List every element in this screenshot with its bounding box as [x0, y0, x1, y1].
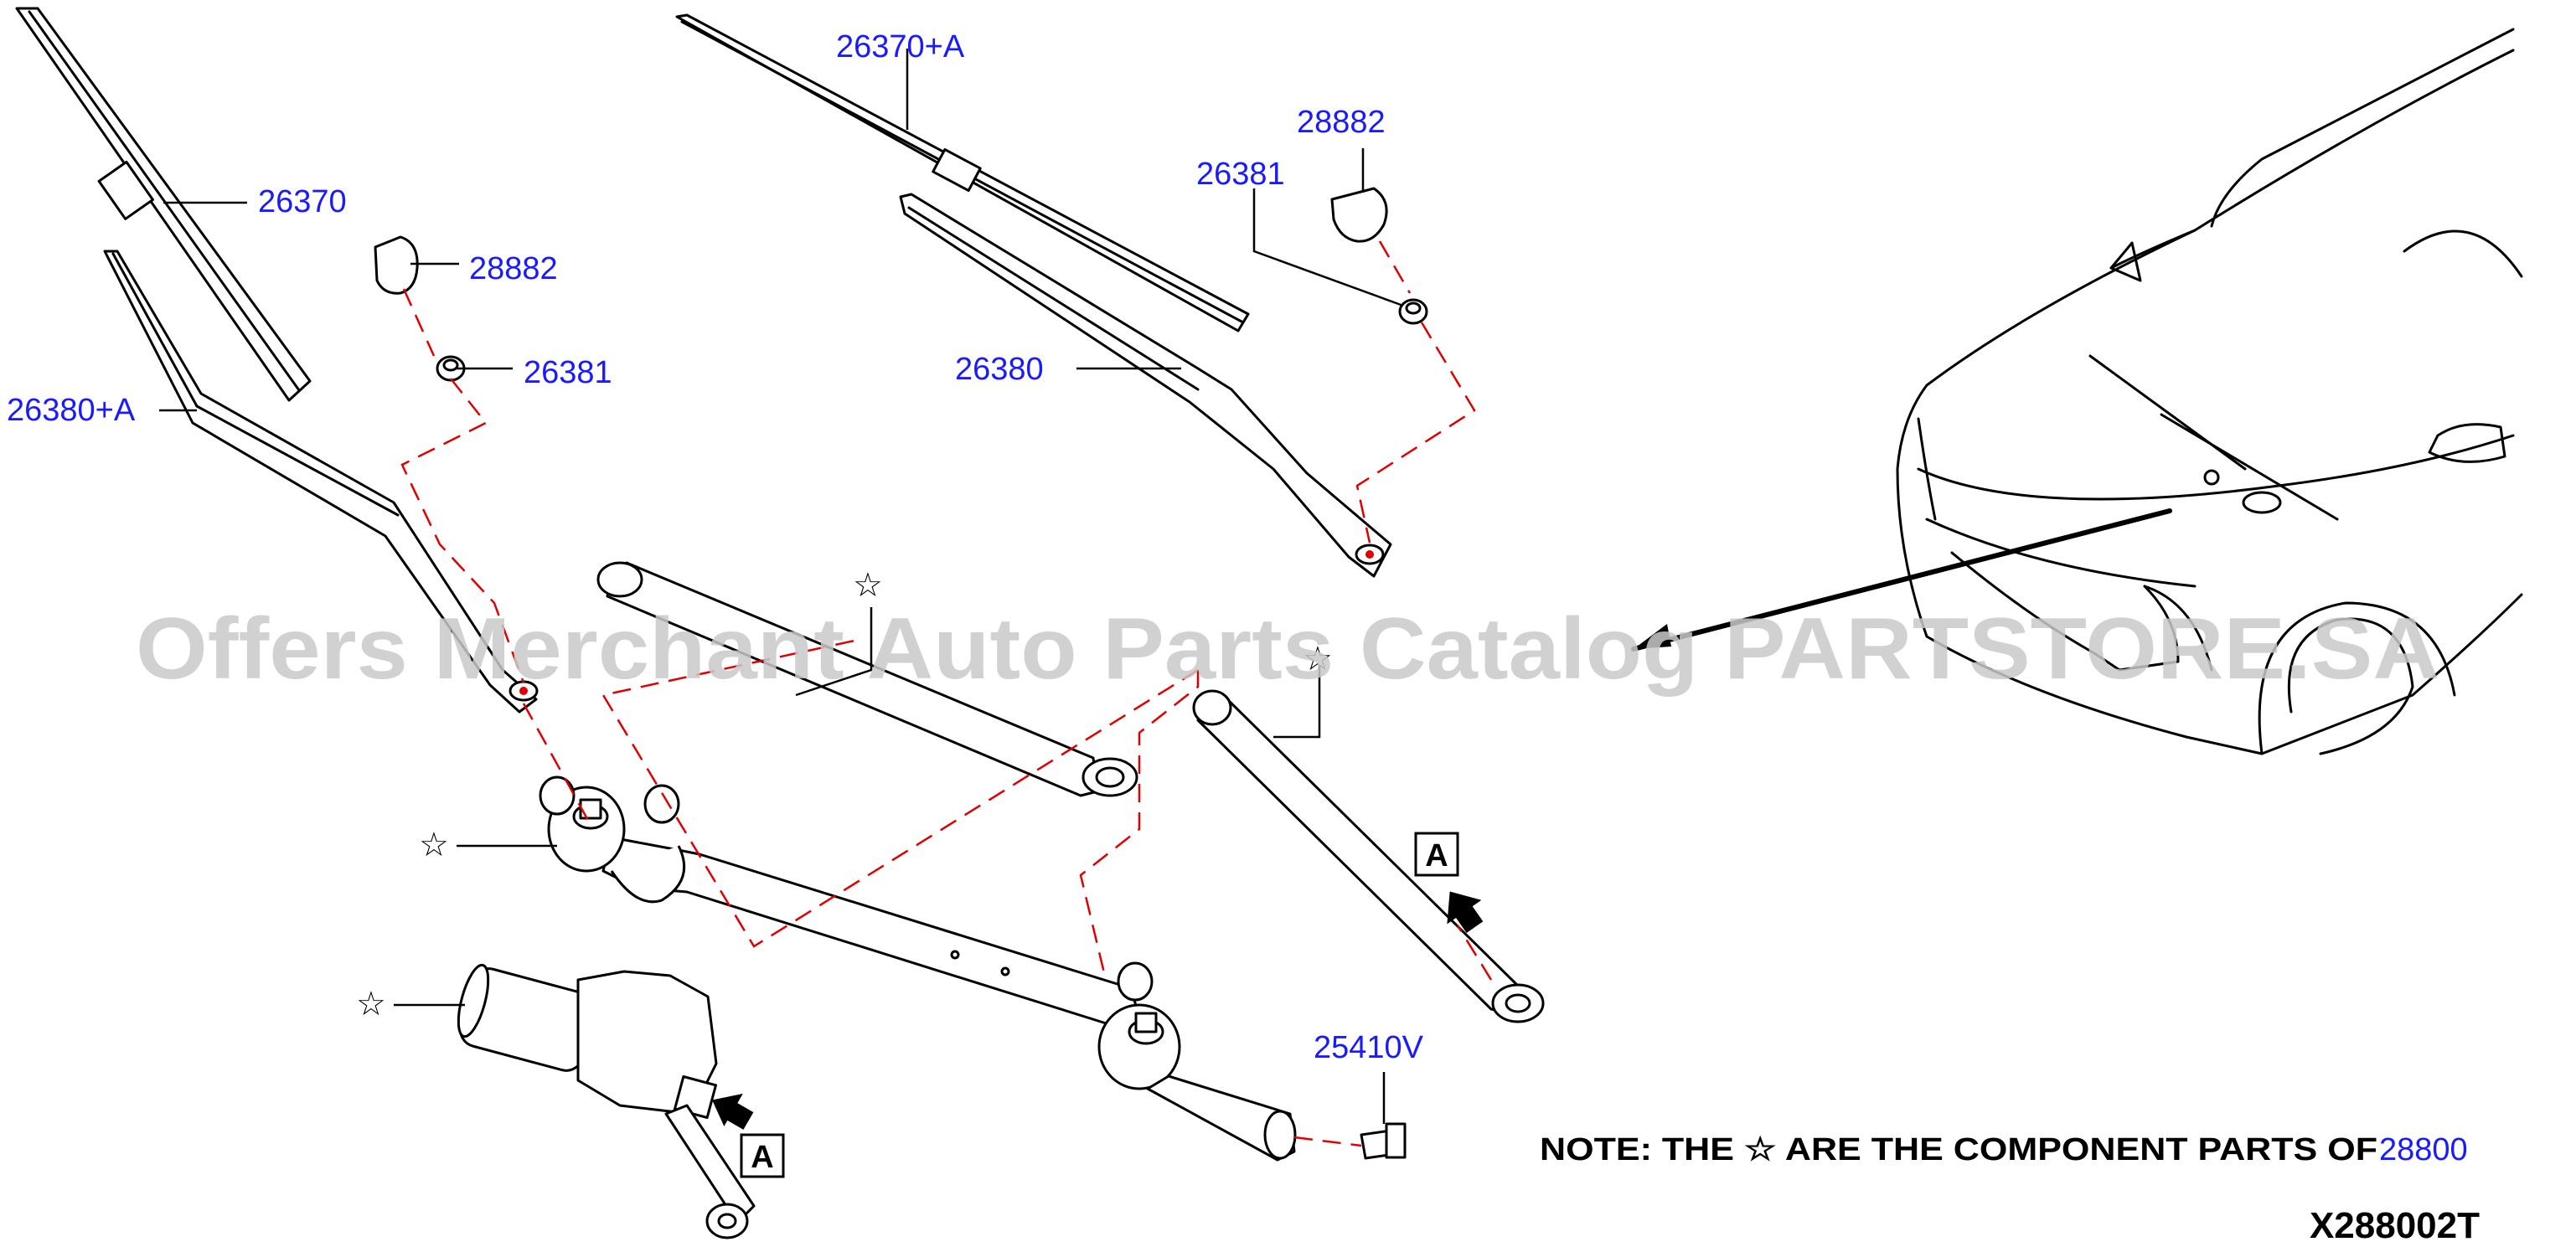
- linkage-rod-upper[interactable]: [596, 561, 1138, 797]
- diagram-code: X288002T: [2310, 1205, 2480, 1243]
- watermark: Offers Merchant Auto Parts Catalog PARTS…: [136, 600, 2439, 698]
- wiper-link-frame[interactable]: [539, 776, 1297, 1162]
- wiper-motor[interactable]: [452, 962, 756, 1239]
- vehicle-locator-illustration: [1631, 28, 2523, 755]
- svg-text:A: A: [1425, 838, 1448, 873]
- label-28882-left[interactable]: 28882: [469, 251, 558, 286]
- wiper-blade-right[interactable]: [675, 13, 1250, 332]
- label-26370[interactable]: 26370: [258, 184, 347, 219]
- cap-right[interactable]: [1330, 187, 1388, 243]
- nut-right[interactable]: [1398, 298, 1428, 325]
- star-symbol: ☆: [853, 567, 883, 604]
- note-part-link[interactable]: 28800: [2379, 1132, 2468, 1167]
- assembly-guide-lines: [400, 240, 1493, 1147]
- label-26370-a[interactable]: 26370+A: [836, 29, 965, 64]
- bolt[interactable]: [1360, 1072, 1407, 1160]
- view-a-marker-lower: A: [712, 1093, 785, 1178]
- linkage-rod-right[interactable]: [1192, 689, 1545, 1023]
- view-a-marker-upper: A: [1414, 832, 1484, 934]
- wiper-blade-left[interactable]: [15, 7, 312, 402]
- wiper-arm-right[interactable]: [899, 193, 1392, 578]
- label-25410v[interactable]: 25410V: [1314, 1030, 1424, 1065]
- note: NOTE: THE ☆ ARE THE COMPONENT PARTS OF 2…: [1540, 1132, 2468, 1167]
- star-symbol: ☆: [356, 986, 386, 1023]
- leader-lines: [159, 49, 1404, 1007]
- label-28882-right[interactable]: 28882: [1297, 105, 1386, 140]
- star-symbol: ☆: [1303, 641, 1333, 678]
- note-text: NOTE: THE ☆ ARE THE COMPONENT PARTS OF: [1540, 1132, 2377, 1167]
- wiper-arm-left[interactable]: [103, 250, 539, 714]
- label-26381-right[interactable]: 26381: [1196, 157, 1285, 192]
- label-26381-left[interactable]: 26381: [524, 355, 612, 390]
- cap-left[interactable]: [374, 235, 419, 295]
- star-symbol: ☆: [419, 827, 449, 863]
- label-26380[interactable]: 26380: [955, 352, 1044, 387]
- svg-text:A: A: [751, 1140, 773, 1175]
- label-26380-a[interactable]: 26380+A: [7, 393, 136, 428]
